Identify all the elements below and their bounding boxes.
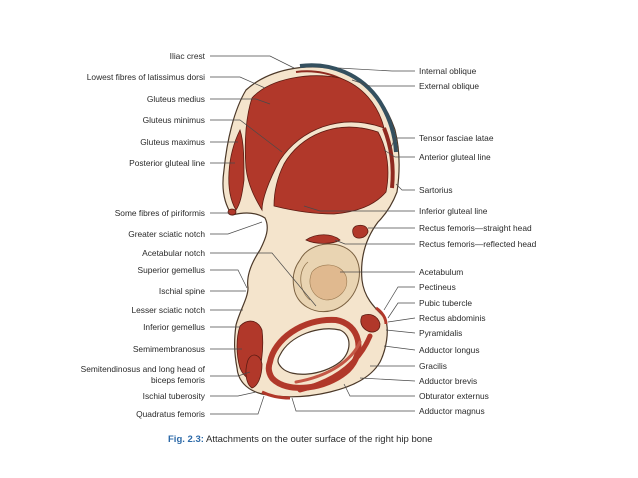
label-semimembranosus: Semimembranosus xyxy=(133,344,205,354)
label-obturator-externus: Obturator externus xyxy=(419,391,489,401)
gluteus-medius-area xyxy=(244,75,385,212)
label-acetabular-notch: Acetabular notch xyxy=(142,248,205,258)
adductor-brevis-area xyxy=(294,340,362,384)
label-lesser-sciatic-notch: Lesser sciatic notch xyxy=(131,305,205,315)
external-oblique-band xyxy=(299,63,398,153)
obturator-foramen xyxy=(277,328,350,375)
label-internal-oblique: Internal oblique xyxy=(419,66,477,76)
label-ischial-tuberosity: Ischial tuberosity xyxy=(143,391,206,401)
label-tensor-fasciae-latae: Tensor fasciae latae xyxy=(419,133,494,143)
caption-text: Attachments on the outer surface of the … xyxy=(204,434,433,445)
rectus-femoris-reflected-head xyxy=(305,234,341,244)
label-lowest-fibres-latissimus-dorsi: Lowest fibres of latissimus dorsi xyxy=(87,72,205,82)
label-pectineus: Pectineus xyxy=(419,282,456,292)
adductor-longus-area xyxy=(360,314,381,333)
leader-lines xyxy=(210,55,416,415)
label-rectus-femoris-straight-head: Rectus femoris—straight head xyxy=(419,223,532,233)
label-anterior-gluteal-line: Anterior gluteal line xyxy=(419,152,491,162)
label-posterior-gluteal-line: Posterior gluteal line xyxy=(129,158,205,168)
muscle-attachments xyxy=(227,63,398,400)
label-adductor-brevis: Adductor brevis xyxy=(419,376,477,386)
caption-figure-number: Fig. 2.3: xyxy=(168,434,204,445)
gluteus-minimus-area xyxy=(273,126,389,215)
label-piriformis: Some fibres of piriformis xyxy=(115,208,205,218)
label-gluteus-maximus: Gluteus maximus xyxy=(140,137,205,147)
label-gluteus-minimus: Gluteus minimus xyxy=(143,115,205,125)
semitendinosus-area xyxy=(245,354,263,389)
right-labels: Internal oblique External oblique Tensor… xyxy=(419,66,537,416)
lunate-surface xyxy=(300,261,311,301)
label-semitendinosus-line1: Semitendinosus and long head of xyxy=(81,364,206,374)
piriformis-spot xyxy=(227,208,237,216)
obturator-externus-area xyxy=(265,316,362,391)
rectus-femoris-straight-head xyxy=(352,224,369,239)
label-inferior-gluteal-line: Inferior gluteal line xyxy=(419,206,488,216)
left-labels: Iliac crest Lowest fibres of latissimus … xyxy=(81,51,206,419)
gracilis-area xyxy=(297,333,373,393)
label-semitendinosus-line2: biceps femoris xyxy=(151,375,205,385)
label-rectus-abdominis: Rectus abdominis xyxy=(419,313,486,323)
label-quadratus-femoris: Quadratus femoris xyxy=(136,409,205,419)
label-adductor-magnus: Adductor magnus xyxy=(419,406,485,416)
label-rectus-femoris-reflected-head: Rectus femoris—reflected head xyxy=(419,239,537,249)
label-superior-gemellus: Superior gemellus xyxy=(138,265,206,275)
label-acetabulum: Acetabulum xyxy=(419,267,463,277)
label-inferior-gemellus: Inferior gemellus xyxy=(143,322,205,332)
quadratus-femoris-area xyxy=(261,390,291,400)
label-pyramidalis: Pyramidalis xyxy=(419,328,462,338)
label-adductor-longus: Adductor longus xyxy=(419,345,480,355)
label-iliac-crest: Iliac crest xyxy=(170,51,206,61)
label-greater-sciatic-notch: Greater sciatic notch xyxy=(128,229,205,239)
label-external-oblique: External oblique xyxy=(419,81,479,91)
label-ischial-spine: Ischial spine xyxy=(159,286,205,296)
acetabular-fossa xyxy=(309,264,348,301)
label-pubic-tubercle: Pubic tubercle xyxy=(419,298,472,308)
gluteus-maximus-area xyxy=(228,128,245,211)
label-sartorius: Sartorius xyxy=(419,185,453,195)
figure-caption: Fig. 2.3: Attachments on the outer surfa… xyxy=(168,434,433,445)
pectineus-area xyxy=(375,306,388,325)
label-gluteus-medius: Gluteus medius xyxy=(147,94,205,104)
tensor-fasciae-latae-area xyxy=(382,127,395,189)
label-gracilis: Gracilis xyxy=(419,361,447,371)
